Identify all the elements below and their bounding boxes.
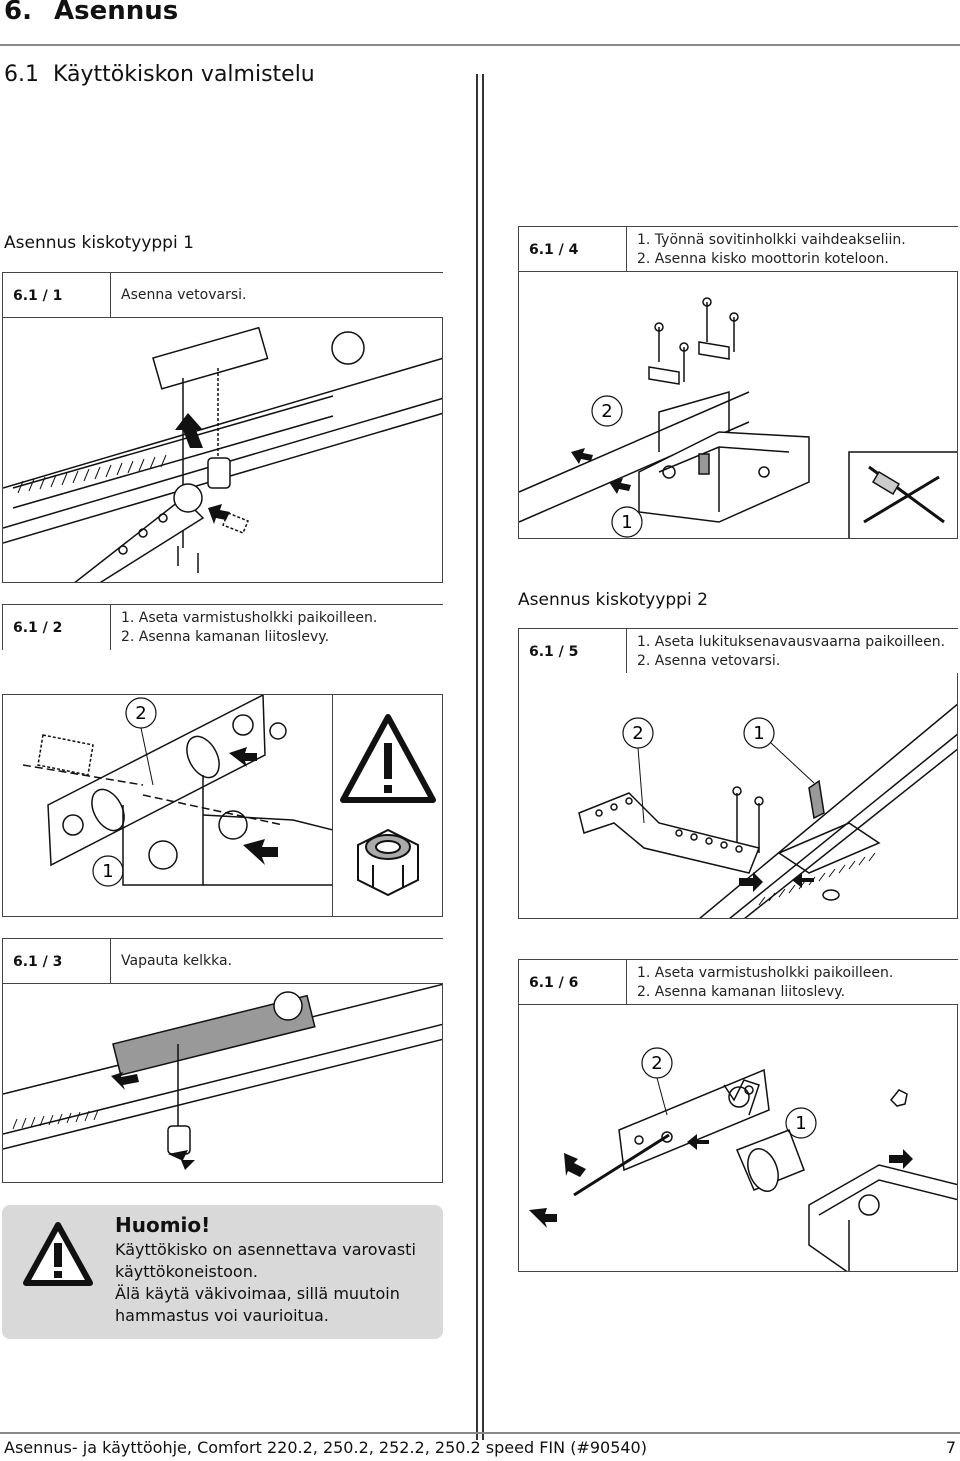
step-line: 1. Aseta varmistusholkki paikoilleen.	[121, 610, 378, 626]
step-6-1-3: 6.1 / 3 Vapauta kelkka.	[2, 938, 443, 984]
svg-text:2: 2	[601, 401, 612, 422]
step-label: 6.1 / 3	[3, 939, 111, 984]
chapter-title: 6. Asennus	[4, 0, 178, 26]
header-rule	[0, 44, 960, 46]
notice-line: Käyttökisko on asennettava varovasti	[115, 1240, 416, 1259]
svg-text:1: 1	[621, 512, 632, 533]
step-label: 6.1 / 6	[519, 960, 627, 1005]
chapter-name: Asennus	[53, 0, 179, 26]
warning-triangle-icon	[23, 1222, 93, 1286]
step-line: 2. Asenna kamanan liitoslevy.	[121, 629, 330, 645]
column-separator-left	[476, 74, 478, 1440]
section-title: 6.1 Käyttökiskon valmistelu	[4, 62, 315, 87]
step-6-1-6: 6.1 / 6 1. Aseta varmistusholkki paikoil…	[518, 959, 958, 1005]
section-number: 6.1	[4, 62, 39, 87]
step-6-1-4: 6.1 / 4 1. Työnnä sovitinholkki vaihdeak…	[518, 226, 958, 272]
figure-6-1-1	[2, 317, 443, 583]
step-line: 1. Työnnä sovitinholkki vaihdeakseliin.	[637, 232, 906, 248]
figure-6-1-6: 2 1	[518, 1004, 958, 1272]
step-label: 6.1 / 1	[3, 273, 111, 318]
step-text: Asenna vetovarsi.	[111, 273, 256, 318]
rail-type-1-heading: Asennus kiskotyyppi 1	[4, 233, 194, 253]
footer-page-number: 7	[945, 1438, 956, 1457]
notice-line: käyttökoneistoon.	[115, 1262, 258, 1281]
section-name: Käyttökiskon valmistelu	[53, 62, 315, 87]
step-line: 2. Asenna kamanan liitoslevy.	[637, 984, 846, 1000]
svg-text:2: 2	[632, 723, 643, 744]
svg-text:2: 2	[651, 1053, 662, 1074]
step-6-1-2: 6.1 / 2 1. Aseta varmistusholkki paikoil…	[2, 604, 443, 650]
figure-6-1-2-warning	[332, 694, 443, 917]
step-text: Vapauta kelkka.	[111, 939, 242, 984]
step-line: 1. Aseta lukituksenavausvaarna paikoille…	[637, 634, 946, 650]
step-line: Asenna vetovarsi.	[121, 287, 247, 303]
callout-2-marker: 2	[135, 703, 146, 724]
step-text: 1. Aseta varmistusholkki paikoilleen. 2.…	[111, 605, 387, 650]
column-separator-right	[482, 74, 484, 1440]
step-line: 2. Asenna vetovarsi.	[637, 653, 781, 669]
svg-text:1: 1	[102, 861, 113, 882]
step-line: Vapauta kelkka.	[121, 953, 233, 969]
notice-line: Älä käytä väkivoimaa, sillä muutoin	[115, 1284, 400, 1303]
step-line: 1. Aseta varmistusholkki paikoilleen.	[637, 965, 894, 981]
step-6-1-1: 6.1 / 1 Asenna vetovarsi.	[2, 272, 443, 318]
warning-notice: Huomio! Käyttökisko on asennettava varov…	[2, 1205, 443, 1339]
svg-text:1: 1	[753, 723, 764, 744]
step-text: 1. Työnnä sovitinholkki vaihdeakseliin. …	[627, 227, 916, 272]
notice-line: hammastus voi vaurioitua.	[115, 1306, 329, 1325]
step-label: 6.1 / 4	[519, 227, 627, 272]
step-text: 1. Aseta lukituksenavausvaarna paikoille…	[627, 629, 955, 674]
step-text: 1. Aseta varmistusholkki paikoilleen. 2.…	[627, 960, 903, 1005]
rail-type-2-heading: Asennus kiskotyyppi 2	[518, 590, 708, 610]
step-label: 6.1 / 2	[3, 605, 111, 650]
step-line: 2. Asenna kisko moottorin koteloon.	[637, 251, 889, 267]
footer-document-title: Asennus- ja käyttöohje, Comfort 220.2, 2…	[4, 1438, 647, 1457]
step-6-1-5: 6.1 / 5 1. Aseta lukituksenavausvaarna p…	[518, 628, 958, 674]
figure-6-1-4: 2 1	[518, 271, 958, 539]
figure-6-1-2: 2 1	[2, 694, 333, 917]
figure-6-1-3	[2, 983, 443, 1183]
chapter-number: 6.	[4, 0, 32, 26]
step-label: 6.1 / 5	[519, 629, 627, 674]
svg-text:1: 1	[795, 1113, 806, 1134]
footer-rule	[0, 1432, 960, 1434]
notice-title: Huomio!	[115, 1213, 211, 1237]
figure-6-1-5: 2 1	[518, 673, 958, 919]
